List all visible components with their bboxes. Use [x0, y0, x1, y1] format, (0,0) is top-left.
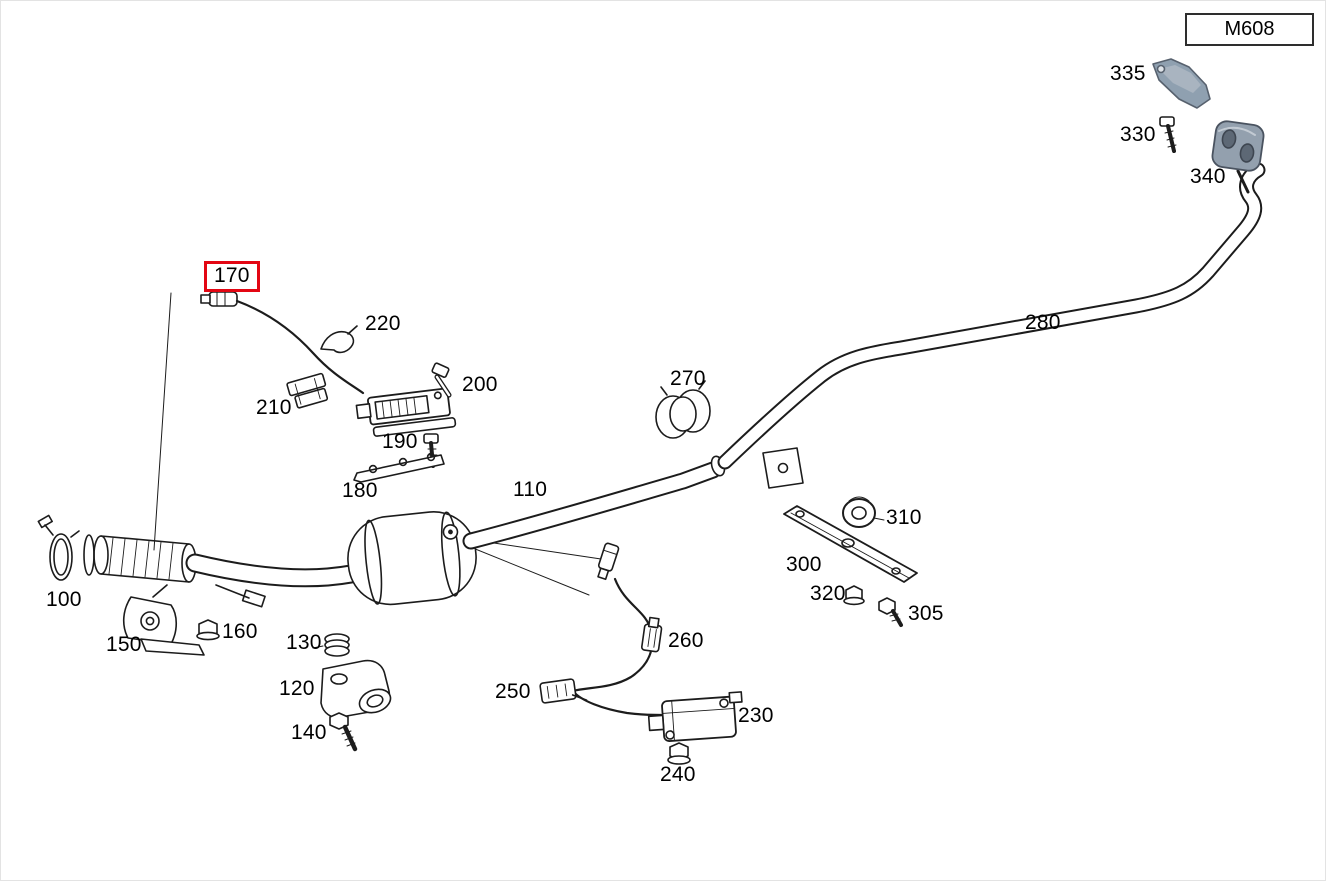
- part-label-270[interactable]: 270: [670, 367, 706, 390]
- hanger-150: [122, 584, 205, 656]
- tail-pipe: [717, 162, 1266, 489]
- hanger-arm-335: [1152, 58, 1211, 109]
- part-label-140[interactable]: 140: [291, 721, 327, 744]
- nut-240: [667, 742, 691, 765]
- part-label-220[interactable]: 220: [365, 312, 401, 335]
- part-label-320[interactable]: 320: [810, 582, 846, 605]
- control-module-230: [647, 691, 743, 742]
- bolt-305: [878, 597, 903, 627]
- mount-block-210: [286, 372, 329, 409]
- part-label-130[interactable]: 130: [286, 631, 322, 654]
- hanger-bracket-120: [320, 659, 392, 719]
- part-label-210[interactable]: 210: [256, 396, 292, 419]
- harness-clip-250: [539, 678, 588, 704]
- front-clamp: [37, 514, 80, 581]
- rubber-hanger-340: [1211, 120, 1265, 172]
- rubber-mount-310: [842, 496, 876, 528]
- harness-clip-260: [641, 616, 663, 653]
- oxygen-sensor-rear: [571, 542, 663, 717]
- part-label-150[interactable]: 150: [106, 633, 142, 656]
- part-label-110[interactable]: 110: [513, 478, 548, 501]
- bracket-180: [353, 452, 445, 483]
- bolt-140: [329, 712, 358, 752]
- part-label-305[interactable]: 305: [908, 602, 944, 625]
- catalytic-converter: [83, 534, 197, 583]
- muffler: [347, 511, 477, 606]
- part-label-190[interactable]: 190: [382, 430, 418, 453]
- part-label-240[interactable]: 240: [660, 763, 696, 786]
- part-label-330[interactable]: 330: [1120, 123, 1156, 146]
- part-label-200[interactable]: 200: [462, 373, 498, 396]
- part-label-120[interactable]: 120: [279, 677, 315, 700]
- intermediate-pipe: [462, 455, 726, 550]
- part-label-170[interactable]: 170: [204, 261, 260, 293]
- harness-clip-220: [320, 325, 358, 354]
- ref-code-box: M608: [1185, 13, 1314, 46]
- nut-320: [843, 585, 865, 606]
- part-label-260[interactable]: 260: [668, 629, 704, 652]
- part-label-250[interactable]: 250: [495, 680, 531, 703]
- part-label-100[interactable]: 100: [46, 588, 82, 611]
- front-pipe: [185, 553, 361, 608]
- part-label-230[interactable]: 230: [738, 704, 774, 727]
- sensor-module: [355, 387, 457, 437]
- nut-160: [196, 619, 220, 641]
- part-label-310[interactable]: 310: [886, 506, 922, 529]
- clamp-270: [655, 380, 711, 439]
- bolt-200: [431, 362, 452, 398]
- bracket-300: [783, 505, 918, 583]
- part-label-335[interactable]: 335: [1110, 62, 1146, 85]
- grommet-130: [324, 633, 350, 657]
- part-label-160[interactable]: 160: [222, 620, 258, 643]
- part-label-340[interactable]: 340: [1190, 165, 1226, 188]
- part-label-180[interactable]: 180: [342, 479, 378, 502]
- part-label-300[interactable]: 300: [786, 553, 822, 576]
- part-label-280[interactable]: 280: [1025, 311, 1061, 334]
- bolt-330: [1159, 116, 1177, 153]
- ref-code-text: M608: [1224, 18, 1275, 40]
